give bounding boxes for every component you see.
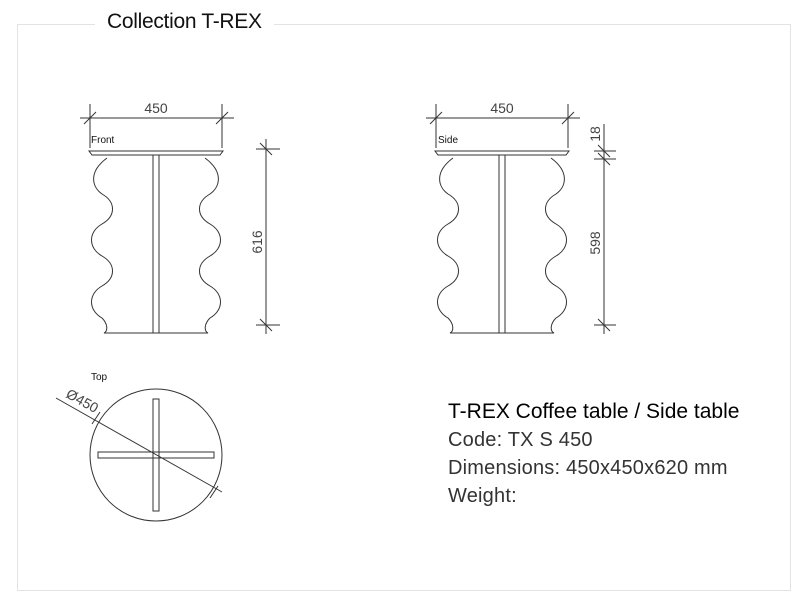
product-info-block: T-REX Coffee table / Side table Code: TX… <box>448 398 739 510</box>
front-tabletop <box>88 150 224 156</box>
front-height-label: 616 <box>249 230 265 254</box>
top-cross-vertical <box>152 398 160 512</box>
side-center-slot <box>498 154 506 334</box>
product-dimensions: Dimensions: 450x450x620 mm <box>448 457 728 479</box>
top-outline-circle <box>89 388 223 522</box>
collection-title: Collection T-REX <box>95 10 274 34</box>
side-height-label: 598 <box>587 231 603 255</box>
top-view <box>55 388 223 522</box>
front-view <box>80 104 280 334</box>
top-cross-horizontal <box>97 451 215 459</box>
product-name: T-REX Coffee table / Side table <box>448 400 740 423</box>
side-width-label: 450 <box>490 100 514 116</box>
product-code: Code: TX S 450 <box>448 429 593 451</box>
front-width-label: 450 <box>144 100 168 116</box>
top-view-label: Top <box>91 372 108 383</box>
side-view-label: Side <box>438 135 458 146</box>
side-view <box>426 104 616 334</box>
drawing-sheet-frame <box>17 24 791 591</box>
top-diameter-label: Ø450 <box>64 385 102 416</box>
front-center-slot <box>152 154 160 334</box>
side-wavy-body <box>437 157 567 334</box>
side-tabletop <box>434 150 570 156</box>
top-diameter-line <box>55 397 223 493</box>
front-wavy-body <box>91 157 221 334</box>
product-weight: Weight: <box>448 485 517 507</box>
side-top-thickness-label: 18 <box>587 126 603 142</box>
front-view-label: Front <box>91 135 115 146</box>
